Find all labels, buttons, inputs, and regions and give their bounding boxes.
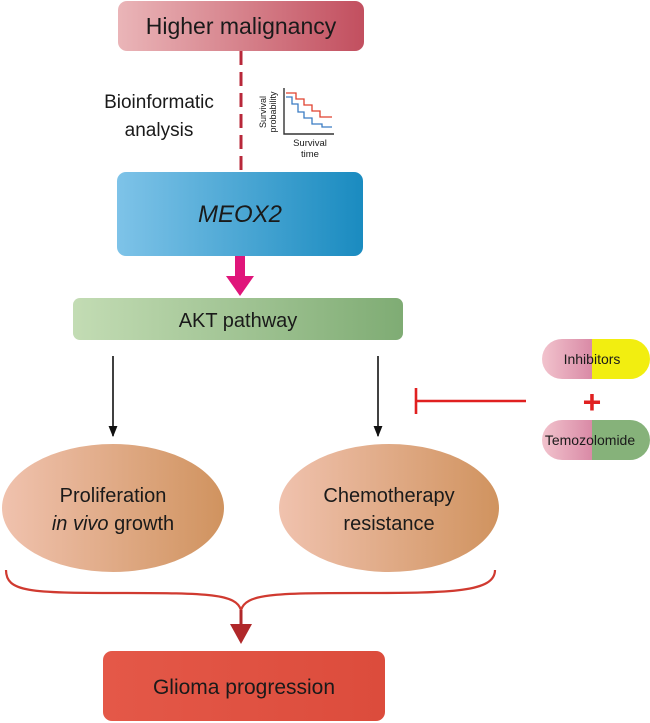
survival-mini-chart: Survival probability Survival time — [258, 88, 334, 160]
proliferation-in-vivo: in vivo — [52, 513, 109, 535]
proliferation-line1: Proliferation — [60, 485, 167, 507]
higher-malignancy-label: Higher malignancy — [146, 13, 337, 39]
temozolomide-label: Temozolomide — [545, 432, 635, 448]
bioinformatic-line1: Bioinformatic — [104, 92, 214, 113]
survival-xlabel-line2: time — [301, 149, 319, 160]
brace-arrow — [230, 610, 252, 644]
proliferation-growth: growth — [109, 513, 175, 535]
glioma-progression-node: Glioma progression — [103, 651, 385, 721]
plus-sign: + — [583, 384, 602, 420]
akt-pathway-label: AKT pathway — [179, 310, 298, 332]
survival-curve-red — [286, 92, 332, 118]
temozolomide-pill: Temozolomide — [542, 420, 650, 460]
meox2-node: MEOX2 — [117, 172, 363, 256]
survival-axes — [283, 88, 334, 135]
inhibition-symbol — [414, 388, 526, 414]
inhibitors-pill: Inhibitors — [542, 339, 650, 379]
inhibitors-label: Inhibitors — [564, 351, 621, 367]
chemo-line1: Chemotherapy — [323, 485, 454, 507]
activation-arrow — [226, 256, 254, 296]
chemo-line2: resistance — [343, 513, 434, 535]
survival-ylabel-line2: probability — [268, 91, 278, 133]
survival-curve-blue — [286, 96, 332, 128]
chemo-resistance-node: Chemotherapy resistance — [279, 444, 499, 572]
merge-brace — [4, 569, 497, 614]
survival-ylabel-line1: Survival — [258, 96, 268, 128]
meox2-label: MEOX2 — [198, 201, 282, 228]
proliferation-node: Proliferation in vivo growth — [2, 444, 224, 572]
survival-xlabel-line1: Survival — [293, 138, 327, 149]
glioma-progression-label: Glioma progression — [153, 676, 335, 699]
proliferation-line2: in vivo growth — [52, 513, 174, 535]
akt-pathway-node: AKT pathway — [73, 298, 403, 340]
bioinformatic-line2: analysis — [125, 120, 194, 141]
higher-malignancy-node: Higher malignancy — [118, 1, 364, 51]
